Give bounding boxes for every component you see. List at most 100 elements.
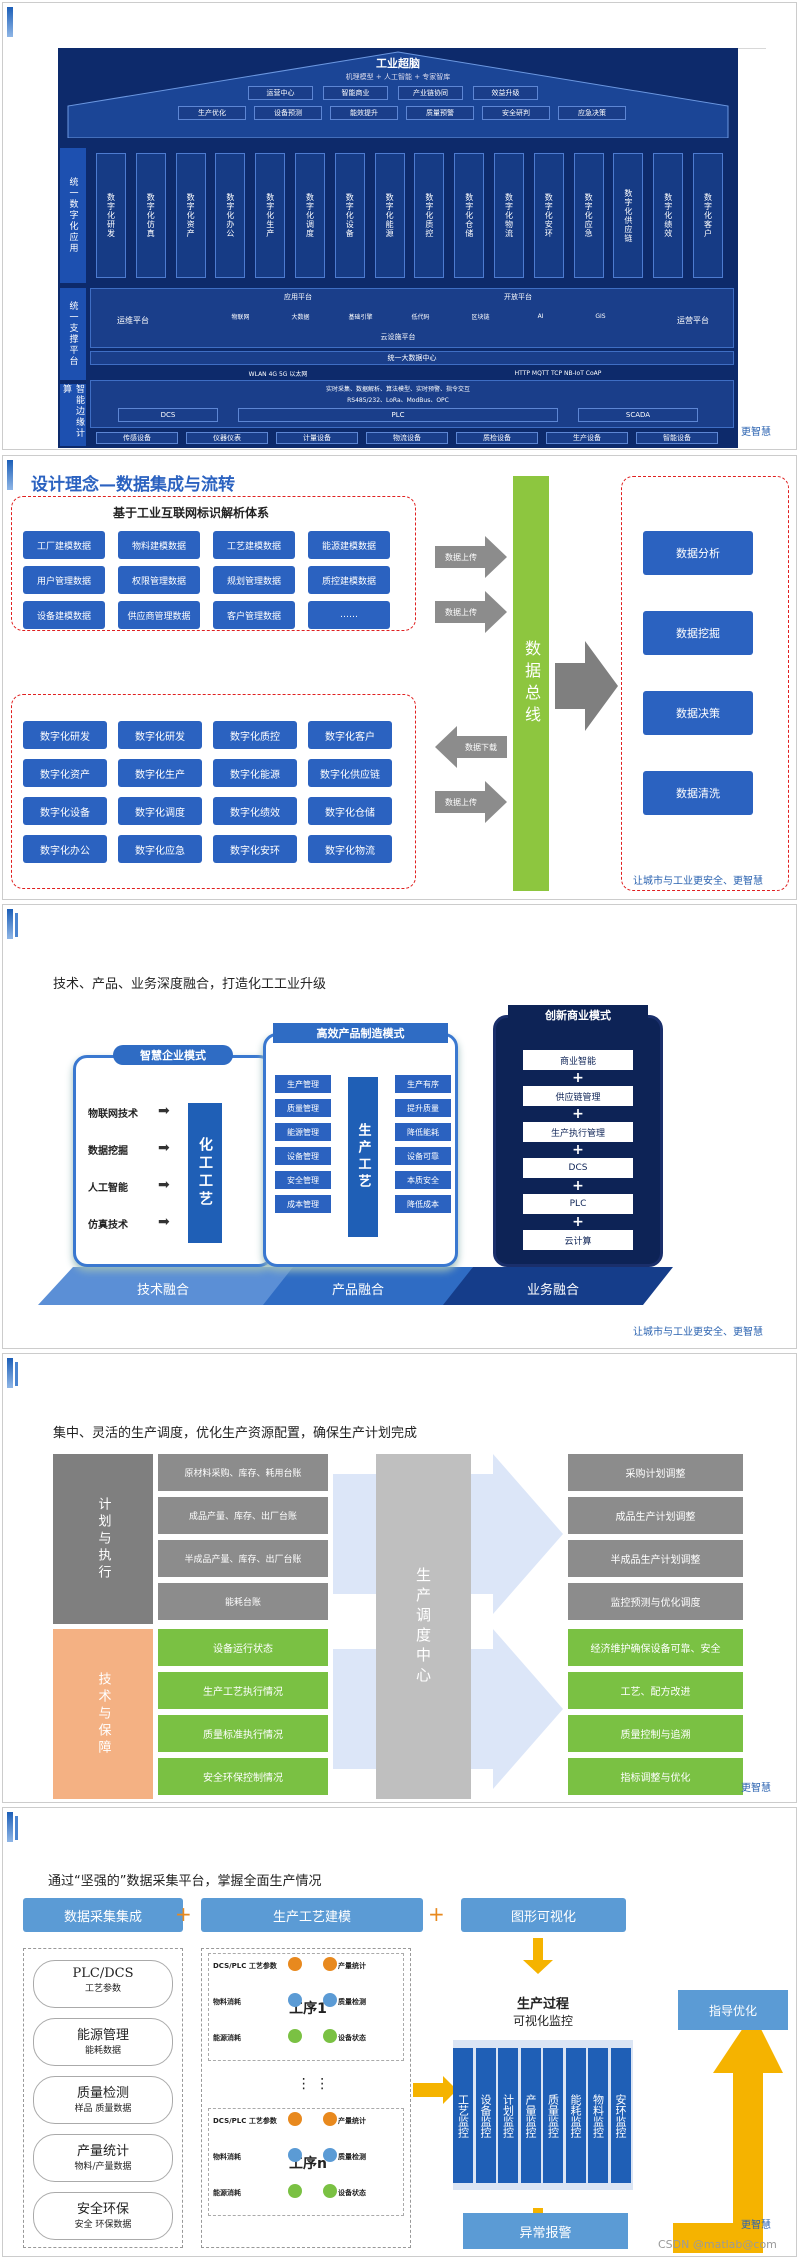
right-item: 云计算: [523, 1230, 633, 1250]
output-item: 数据分析: [643, 531, 753, 575]
tech-item: 生产工艺执行情况: [158, 1672, 328, 1709]
plus-icon: +: [175, 1902, 192, 1926]
top-item: 用户管理数据: [23, 566, 105, 594]
footer-text: 让城市与工业更安全、更智慧: [633, 1327, 763, 1338]
device-box: 质检设备: [456, 432, 538, 444]
fusion-base: [38, 1267, 673, 1305]
top-item: 物料建模数据: [118, 531, 200, 559]
top-pill: 效益升级: [473, 86, 538, 100]
plan-label: 计划与执行: [53, 1454, 153, 1624]
second-pill: 应急决策: [558, 106, 626, 120]
process-block: [208, 1953, 404, 2061]
process-dot-icon: [288, 2112, 302, 2126]
flow-arrow-label: 数据下载: [465, 742, 497, 752]
output-item: 数据清洗: [643, 771, 753, 815]
app-column: 数字化应急: [573, 153, 604, 278]
bottom-item: 数字化客户: [308, 721, 392, 749]
left-item: 仿真技术: [88, 1220, 128, 1231]
data-center: 统一大数据中心: [90, 351, 734, 365]
slide-architecture: 工业超脑 机理模型 + 人工智能 + 专家智库 运营中心智能商业产业链协同效益升…: [2, 2, 797, 450]
process-label: DCS/PLC 工艺参数: [213, 2117, 277, 2125]
monitor-column: 能耗监控: [565, 2048, 586, 2183]
right-tech-item: 指标调整与优化: [568, 1758, 743, 1795]
app-column: 数字化客户: [693, 153, 723, 278]
app-column: 数字化仓储: [454, 153, 485, 278]
process-dot-icon: [323, 1957, 337, 1971]
app-column: 数字化办公: [215, 153, 246, 278]
flow-arrow-label: 数据上传: [445, 552, 477, 562]
top-item: 工艺建模数据: [213, 531, 295, 559]
slide-fusion: 技术、产品、业务深度融合，打造化工工业升级 智慧企业模式 物联网技术➡数据挖掘➡…: [2, 904, 797, 1349]
top-group-title: 基于工业互联网标识解析体系: [113, 506, 270, 520]
brain-subtitle: 机理模型 + 人工智能 + 专家智库: [345, 73, 451, 81]
open-platform: 开放平台: [504, 293, 532, 301]
tech-label: 技术与保障: [53, 1629, 153, 1799]
arrow-icon: ➡: [158, 1177, 170, 1193]
arrow-icon: ➡: [158, 1214, 170, 1230]
mid-left-item: 安全管理: [275, 1171, 331, 1189]
top-item: 能源建模数据: [308, 531, 390, 559]
bottom-item: 数字化研发: [23, 721, 107, 749]
bottom-item: 数字化生产: [118, 759, 202, 787]
schedule-center: 生产调度中心: [376, 1454, 471, 1799]
right-plan-item: 监控预测与优化调度: [568, 1583, 743, 1620]
second-pill: 质量预警: [406, 106, 474, 120]
app-column: 数字化质控: [414, 153, 445, 278]
device-box: 仪器仪表: [186, 432, 268, 444]
edge-dcs: DCS: [118, 408, 218, 422]
second-pill: 能效提升: [330, 106, 398, 120]
flow-arrow: [435, 591, 507, 633]
bottom-item: 数字化设备: [23, 797, 107, 825]
mid-left-item: 设备管理: [275, 1147, 331, 1165]
process-label: 产量统计: [338, 1962, 366, 1970]
cloud-platform: 云设施平台: [380, 333, 416, 341]
side-label-edge: 智能边缘计算: [60, 384, 86, 446]
slide-accent-bar: [7, 909, 13, 939]
network-left: WLAN 4G 5G 以太网: [248, 370, 308, 378]
top-item: 质控建模数据: [308, 566, 390, 594]
process-label: 产量统计: [338, 2117, 366, 2125]
process-ellipsis: ⋮ ⋮: [296, 2076, 330, 2092]
slide-title: 设计理念—数据集成与流转: [31, 475, 235, 495]
process-dot-icon: [288, 1957, 302, 1971]
abnormal-alarm: 异常报警: [463, 2213, 628, 2249]
right-item: PLC: [523, 1194, 633, 1214]
bottom-item: 数字化能源: [213, 759, 297, 787]
architecture-panel: 工业超脑 机理模型 + 人工智能 + 专家智库 运营中心智能商业产业链协同效益升…: [58, 48, 738, 448]
process-dot-icon: [323, 2148, 337, 2162]
slide-accent-bar: [7, 7, 13, 37]
right-item: DCS: [523, 1158, 633, 1178]
slide-heading: 技术、产品、业务深度融合，打造化工工业升级: [53, 977, 327, 992]
plan-item: 原材料采购、库存、耗用台账: [158, 1454, 328, 1491]
monitor-title: 生产过程: [516, 1997, 569, 2012]
app-column: 数字化供应链: [613, 153, 644, 278]
app-column: 数字化绩效: [653, 153, 684, 278]
slide-scheduling: 集中、灵活的生产调度，优化生产资源配置，确保生产计划完成 计划与执行 技术与保障…: [2, 1353, 797, 1803]
process-group: [201, 1948, 411, 2248]
process-dot-icon: [288, 2029, 302, 2043]
arrow-icon: ➡: [158, 1140, 170, 1156]
operation-platform: 运营平台: [677, 315, 709, 325]
flow-arrow: [435, 781, 507, 823]
mid-right-item: 降低能耗: [395, 1123, 451, 1141]
slide-accent-bar-2: [15, 913, 18, 937]
second-pill: 生产优化: [178, 106, 246, 120]
fusion-base-label: 业务融合: [526, 1282, 579, 1298]
process-label: 质量检测: [338, 1998, 366, 2006]
output-item: 数据挖掘: [643, 611, 753, 655]
plan-item: 成品产量、库存、出厂台账: [158, 1497, 328, 1534]
source-oval-subtitle: 安全 环保数据: [74, 2220, 132, 2230]
monitor-column: 计划监控: [498, 2048, 518, 2183]
top-item: 供应商管理数据: [118, 601, 200, 629]
monitor-column: 工艺监控: [453, 2048, 473, 2183]
source-oval: 安全环保安全 环保数据: [33, 2192, 173, 2240]
top-item: 工厂建模数据: [23, 531, 105, 559]
bottom-item: 数字化质控: [213, 721, 297, 749]
bottom-item: 数字化绩效: [213, 797, 297, 825]
col-process-modeling: 生产工艺建模: [201, 1898, 423, 1932]
monitor-column: 产量监控: [520, 2048, 541, 2183]
ops-platform: 运维平台: [117, 315, 149, 325]
monitor-column: 物料监控: [588, 2048, 608, 2183]
output-group: [621, 476, 789, 891]
process-dot-icon: [323, 2029, 337, 2043]
